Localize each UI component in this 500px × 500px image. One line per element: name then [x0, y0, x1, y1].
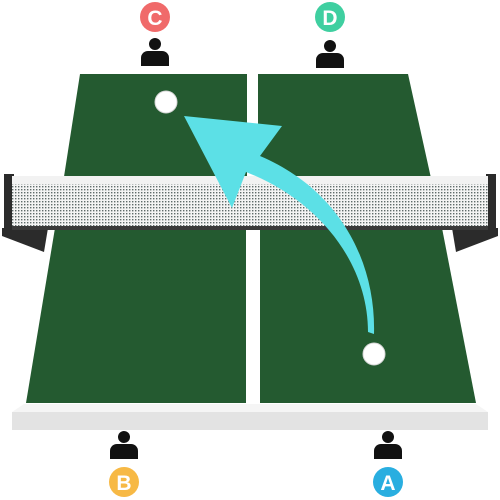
table-edge-lip: [12, 404, 488, 412]
ball-icon: [362, 342, 386, 366]
table-front-edge: [12, 412, 488, 430]
player-label-a: A: [380, 472, 395, 495]
person-icon: [316, 40, 344, 68]
player-badge-c: [140, 2, 170, 32]
player-label-c: C: [147, 7, 162, 30]
net-post-left: [2, 174, 48, 252]
curved-arrow-icon: [184, 116, 375, 334]
player-b: B: [109, 431, 139, 497]
table-half-bottom-left: [26, 228, 246, 403]
player-badge-a: [373, 467, 403, 497]
person-icon: [110, 431, 138, 459]
person-icon: [141, 38, 169, 66]
net-post-right: [452, 174, 498, 252]
player-a: A: [373, 431, 403, 497]
player-d: D: [315, 2, 345, 68]
player-label-b: B: [116, 472, 131, 495]
ball-icon: [154, 90, 178, 114]
player-c: C: [140, 2, 170, 66]
player-badge-b: [109, 467, 139, 497]
net: [12, 176, 488, 230]
player-label-d: D: [322, 7, 337, 30]
player-badge-d: [315, 2, 345, 32]
person-icon: [374, 431, 402, 459]
